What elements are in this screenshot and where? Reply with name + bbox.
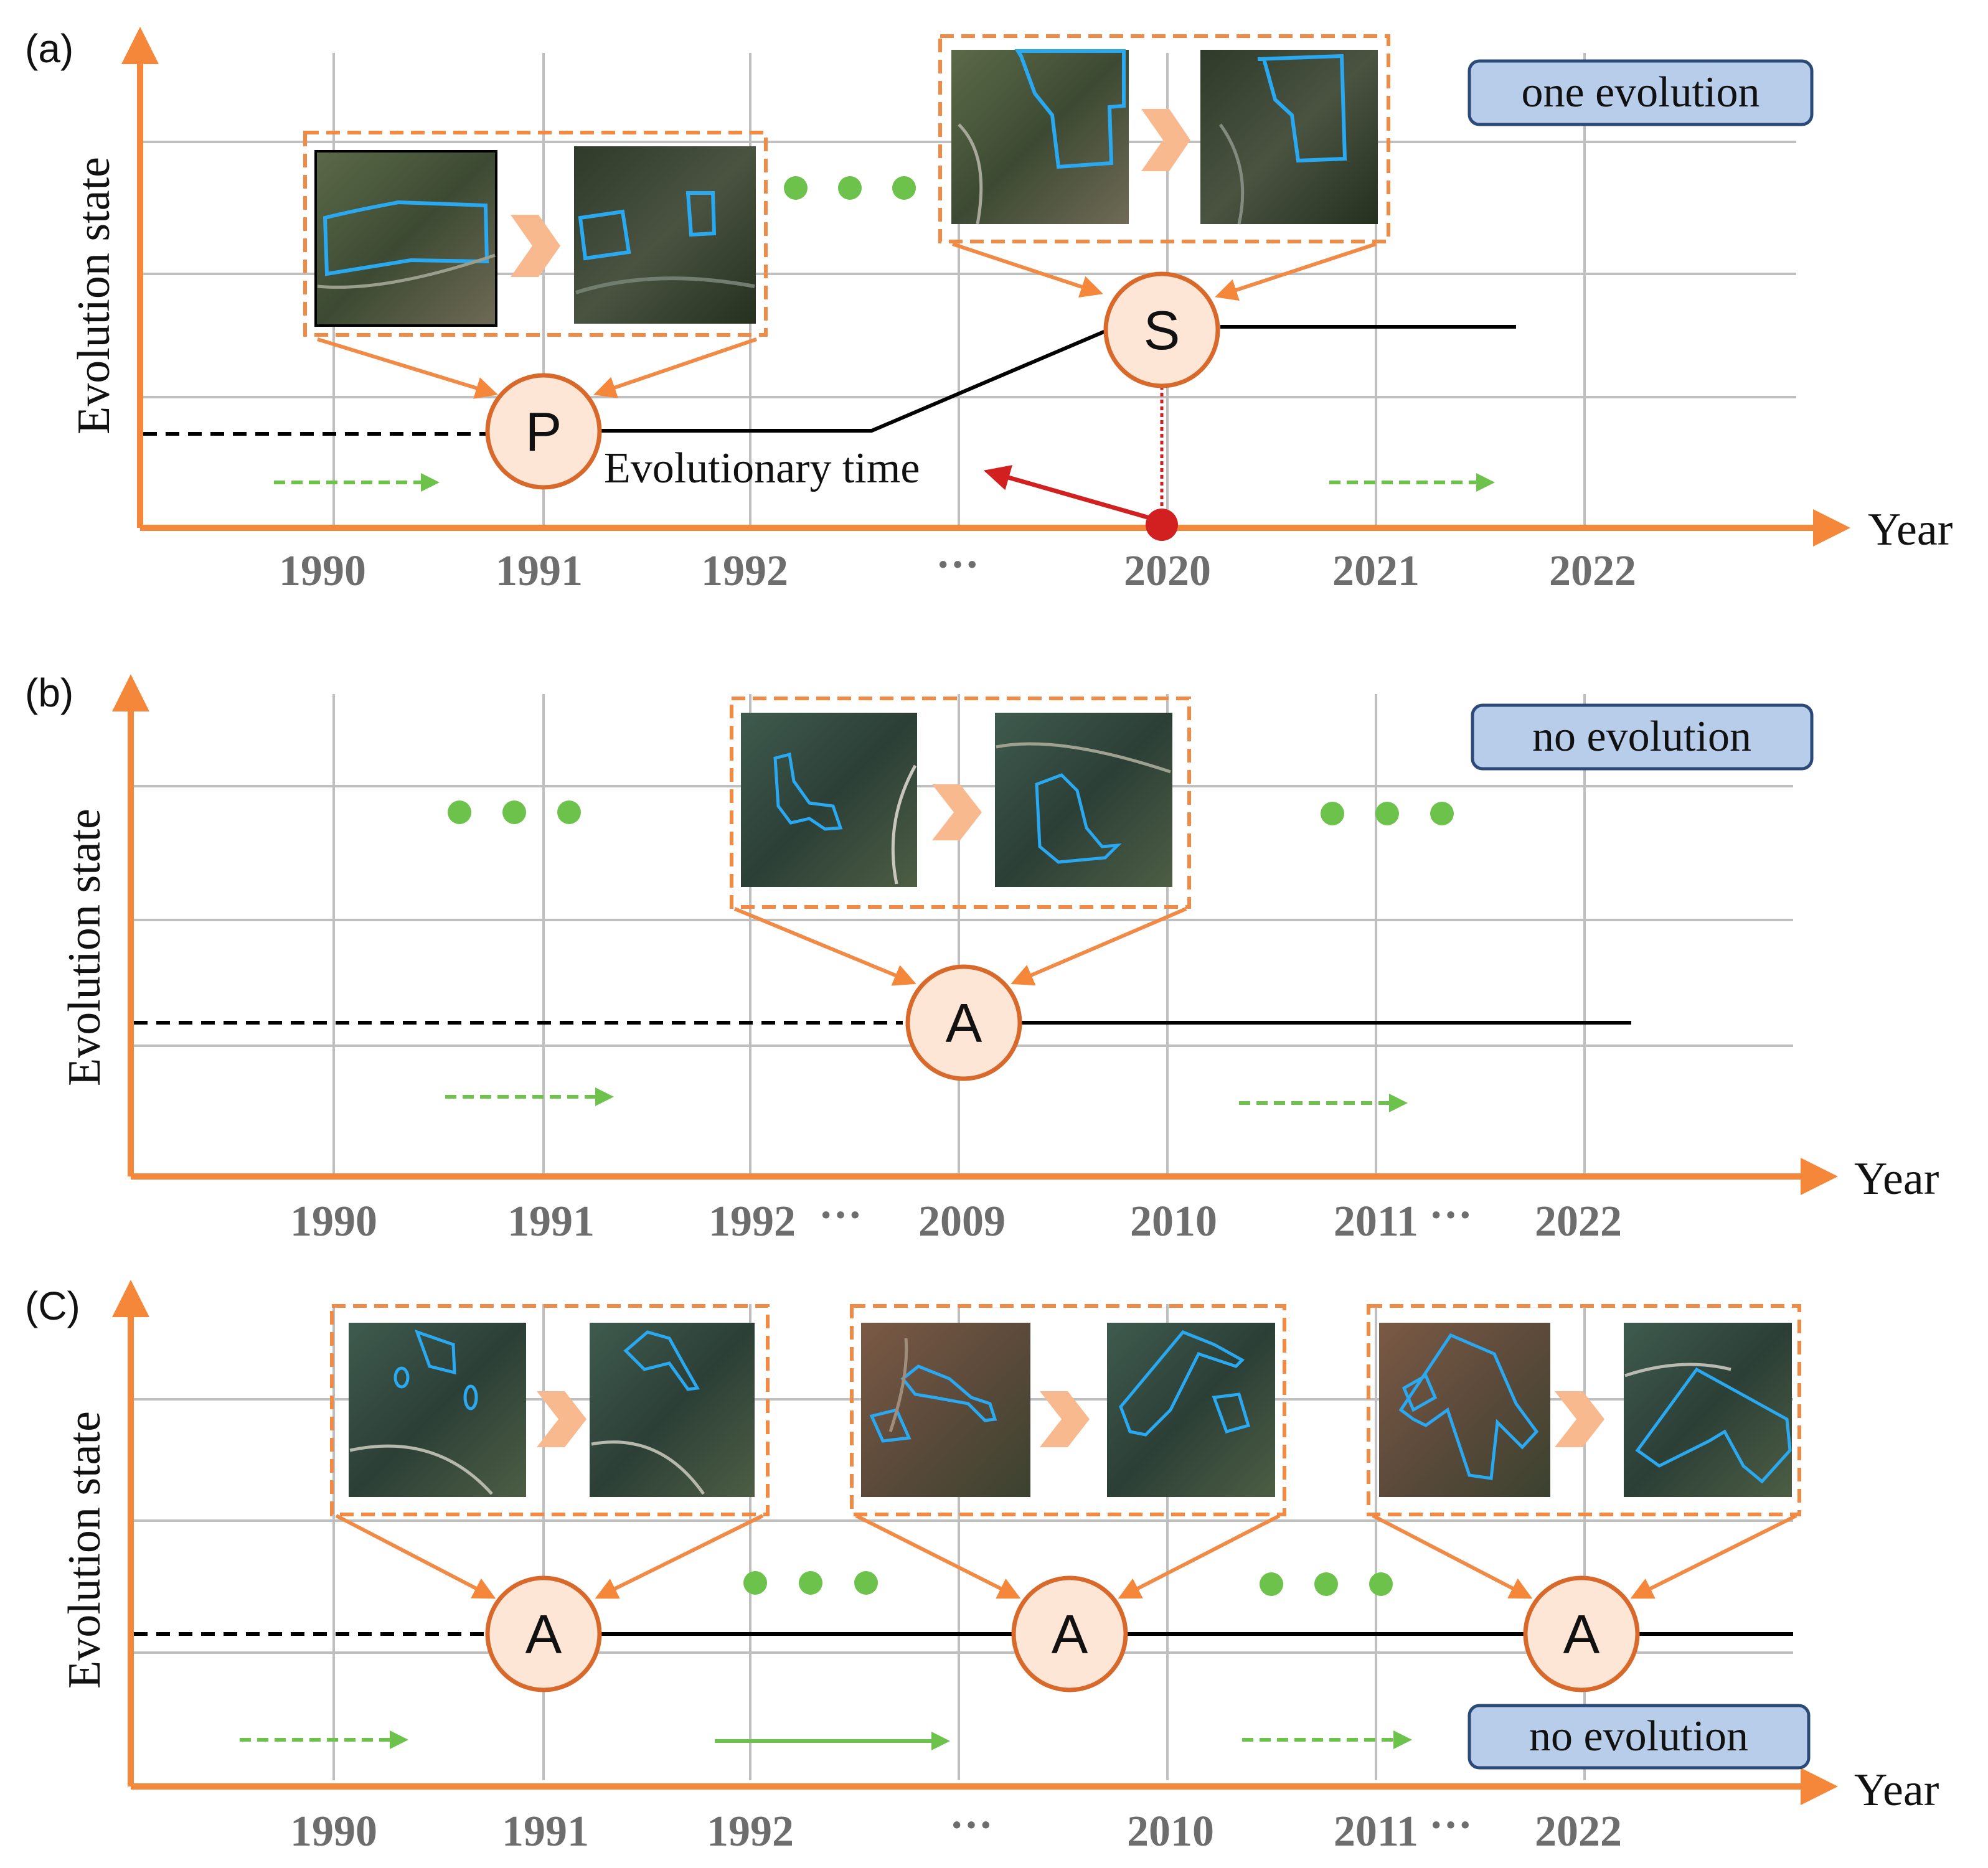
red-arrow-icon <box>983 465 1152 521</box>
year-label: 2011 <box>1334 1198 1418 1246</box>
chevron-arrow-icon <box>537 1391 587 1447</box>
svg-text:A: A <box>1052 1603 1088 1665</box>
image-pair-frame <box>730 697 1191 909</box>
satellite-image-icon <box>741 713 917 887</box>
svg-text:A: A <box>525 1603 562 1665</box>
y-axis-label: Evolution state <box>59 1411 110 1689</box>
image-pair-frame <box>938 34 1390 243</box>
ellipsis-label: ··· <box>819 1191 862 1239</box>
year-label: 2021 <box>1332 547 1420 595</box>
evolution-time-marker <box>1146 509 1178 541</box>
svg-text:S: S <box>1144 299 1180 361</box>
grid <box>131 694 1793 1173</box>
node-p: P <box>485 373 602 490</box>
node-a: A <box>1523 1575 1640 1692</box>
x-axis-label: Year <box>1868 504 1953 555</box>
ellipsis-icon <box>743 1571 1393 1596</box>
chevron-arrow-icon <box>932 784 982 840</box>
year-label: 2010 <box>1130 1198 1217 1246</box>
satellite-image-icon <box>590 1323 755 1497</box>
year-label: 1990 <box>290 1198 377 1246</box>
year-label: 1992 <box>701 547 788 595</box>
year-label: 2020 <box>1124 547 1211 595</box>
status-badge: no evolution <box>1467 1704 1811 1770</box>
year-label: 1990 <box>279 547 366 595</box>
year-label: 2022 <box>1549 547 1636 595</box>
satellite-image-icon <box>951 49 1129 225</box>
panel-a: (a) Evolution state Year 1990 1991 1992 … <box>25 26 1953 595</box>
image-pair-frame <box>303 131 768 337</box>
panel-label: (a) <box>25 26 73 71</box>
year-label: 2009 <box>918 1198 1006 1246</box>
svg-text:one evolution: one evolution <box>1522 68 1760 116</box>
satellite-image-icon <box>1200 50 1378 225</box>
year-label: 2010 <box>1127 1808 1214 1856</box>
year-label: 1991 <box>496 547 583 595</box>
ellipsis-label: ··· <box>1429 1801 1472 1849</box>
status-badge: one evolution <box>1467 59 1814 126</box>
x-axis-label: Year <box>1854 1153 1939 1204</box>
x-axis-label: Year <box>1854 1765 1939 1816</box>
chevron-arrow-icon <box>1141 109 1190 171</box>
satellite-image-icon <box>574 146 756 324</box>
svg-text:A: A <box>1563 1603 1600 1665</box>
y-axis-label: Evolution state <box>68 157 120 434</box>
satellite-image-icon <box>1107 1323 1275 1497</box>
year-label: 1990 <box>290 1808 377 1856</box>
panel-b: (b) Evolution state Year 1990 1991 1992 … <box>25 670 1939 1246</box>
image-pair-frame <box>850 1304 1286 1516</box>
ellipsis-label: ··· <box>1429 1191 1472 1239</box>
y-axis-label: Evolution state <box>59 809 110 1086</box>
year-label: 1992 <box>707 1808 794 1856</box>
image-pair-frame <box>1367 1304 1801 1516</box>
year-label: 2022 <box>1535 1198 1622 1246</box>
annotation-evolutionary-time: Evolutionary time <box>604 444 920 492</box>
ellipsis-label: ··· <box>949 1801 993 1849</box>
node-a: A <box>905 964 1022 1081</box>
ellipsis-icon <box>448 800 1454 825</box>
satellite-image-icon <box>861 1323 1030 1497</box>
node-s: S <box>1103 271 1220 388</box>
svg-text:P: P <box>525 401 562 462</box>
chevron-arrow-icon <box>1040 1391 1090 1447</box>
image-pair-frame <box>330 1304 770 1516</box>
satellite-image-icon <box>1379 1323 1550 1497</box>
satellite-image-icon <box>314 150 497 327</box>
node-a: A <box>1011 1575 1128 1692</box>
ellipsis-label: ··· <box>936 541 979 589</box>
satellite-image-icon <box>995 713 1172 887</box>
chevron-arrow-icon <box>1555 1391 1604 1447</box>
year-label: 2011 <box>1334 1808 1418 1856</box>
ellipsis-icon <box>784 176 916 200</box>
satellite-image-icon <box>1624 1323 1792 1497</box>
state-line <box>601 328 1109 433</box>
panel-c: (C) Evolution state Year 1990 1991 1992 … <box>25 1280 1939 1856</box>
chevron-arrow-icon <box>511 215 560 277</box>
status-badge: no evolution <box>1471 703 1814 771</box>
year-label: 1992 <box>709 1198 796 1246</box>
svg-text:no evolution: no evolution <box>1529 1712 1748 1760</box>
panel-label: (C) <box>25 1284 80 1328</box>
satellite-image-icon <box>349 1323 526 1497</box>
year-label: 1991 <box>507 1198 595 1246</box>
year-label: 1991 <box>502 1808 589 1856</box>
svg-text:no evolution: no evolution <box>1532 713 1751 761</box>
panel-label: (b) <box>25 670 73 715</box>
svg-text:A: A <box>946 992 982 1054</box>
year-label: 2022 <box>1535 1808 1622 1856</box>
node-a: A <box>485 1575 602 1692</box>
